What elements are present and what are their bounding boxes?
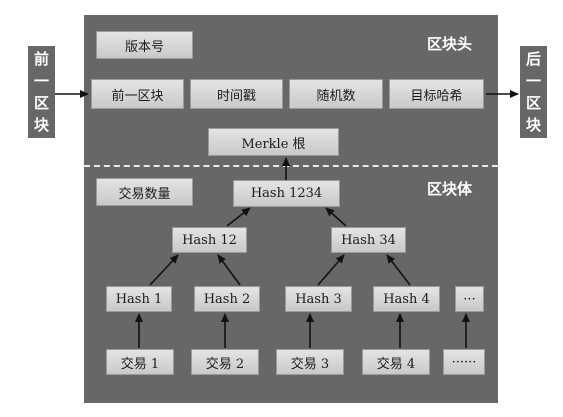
arrow-34-to-1234 <box>325 207 347 227</box>
arrow-12-to-1234 <box>226 207 251 227</box>
merkle-root-box: Merkle 根 <box>208 128 339 156</box>
hash-1234-node: Hash 1234 <box>233 180 340 207</box>
tx-count-box: 交易数量 <box>96 178 193 206</box>
next-block-char: 一 <box>525 72 541 90</box>
next-block-char: 块 <box>525 116 541 134</box>
transaction-box: 交易 2 <box>191 349 259 375</box>
arrow-h2-to-12 <box>217 254 241 286</box>
prev-block-hash-field: 前一区块 <box>91 79 184 109</box>
hash-leaf-node: Hash 4 <box>373 286 440 312</box>
timestamp-field: 时间戳 <box>190 79 283 109</box>
hash-leaf-ellipsis: ··· <box>455 286 484 312</box>
version-box: 版本号 <box>96 31 193 59</box>
hash-34-node: Hash 34 <box>331 227 406 253</box>
next-block: 后 一 区 块 <box>520 46 547 138</box>
transaction-box: 交易 3 <box>276 349 344 375</box>
prev-block: 前 一 区 块 <box>28 46 55 138</box>
next-block-char: 后 <box>525 50 541 68</box>
transaction-box: 交易 4 <box>362 349 430 375</box>
next-block-char: 区 <box>525 94 541 112</box>
prev-block-char: 一 <box>33 72 49 90</box>
nonce-field: 随机数 <box>289 79 383 109</box>
hash-leaf-node: Hash 3 <box>285 286 352 312</box>
target-hash-field: 目标哈希 <box>389 79 484 109</box>
block-header-label: 区块头 <box>427 35 473 53</box>
prev-block-char: 前 <box>33 50 49 68</box>
transaction-box: 交易 1 <box>106 349 174 375</box>
hash-12-node: Hash 12 <box>172 227 247 253</box>
prev-block-char: 区 <box>33 94 49 112</box>
header-body-divider <box>84 165 498 167</box>
hash-leaf-node: Hash 1 <box>106 286 172 312</box>
block-body-label: 区块体 <box>427 180 473 198</box>
arrow-h1-to-12 <box>149 254 179 286</box>
arrow-h4-to-34 <box>386 254 411 286</box>
prev-block-char: 块 <box>33 116 49 134</box>
transaction-ellipsis: ······ <box>443 349 485 375</box>
arrow-h3-to-34 <box>317 254 345 286</box>
hash-leaf-node: Hash 2 <box>194 286 260 312</box>
